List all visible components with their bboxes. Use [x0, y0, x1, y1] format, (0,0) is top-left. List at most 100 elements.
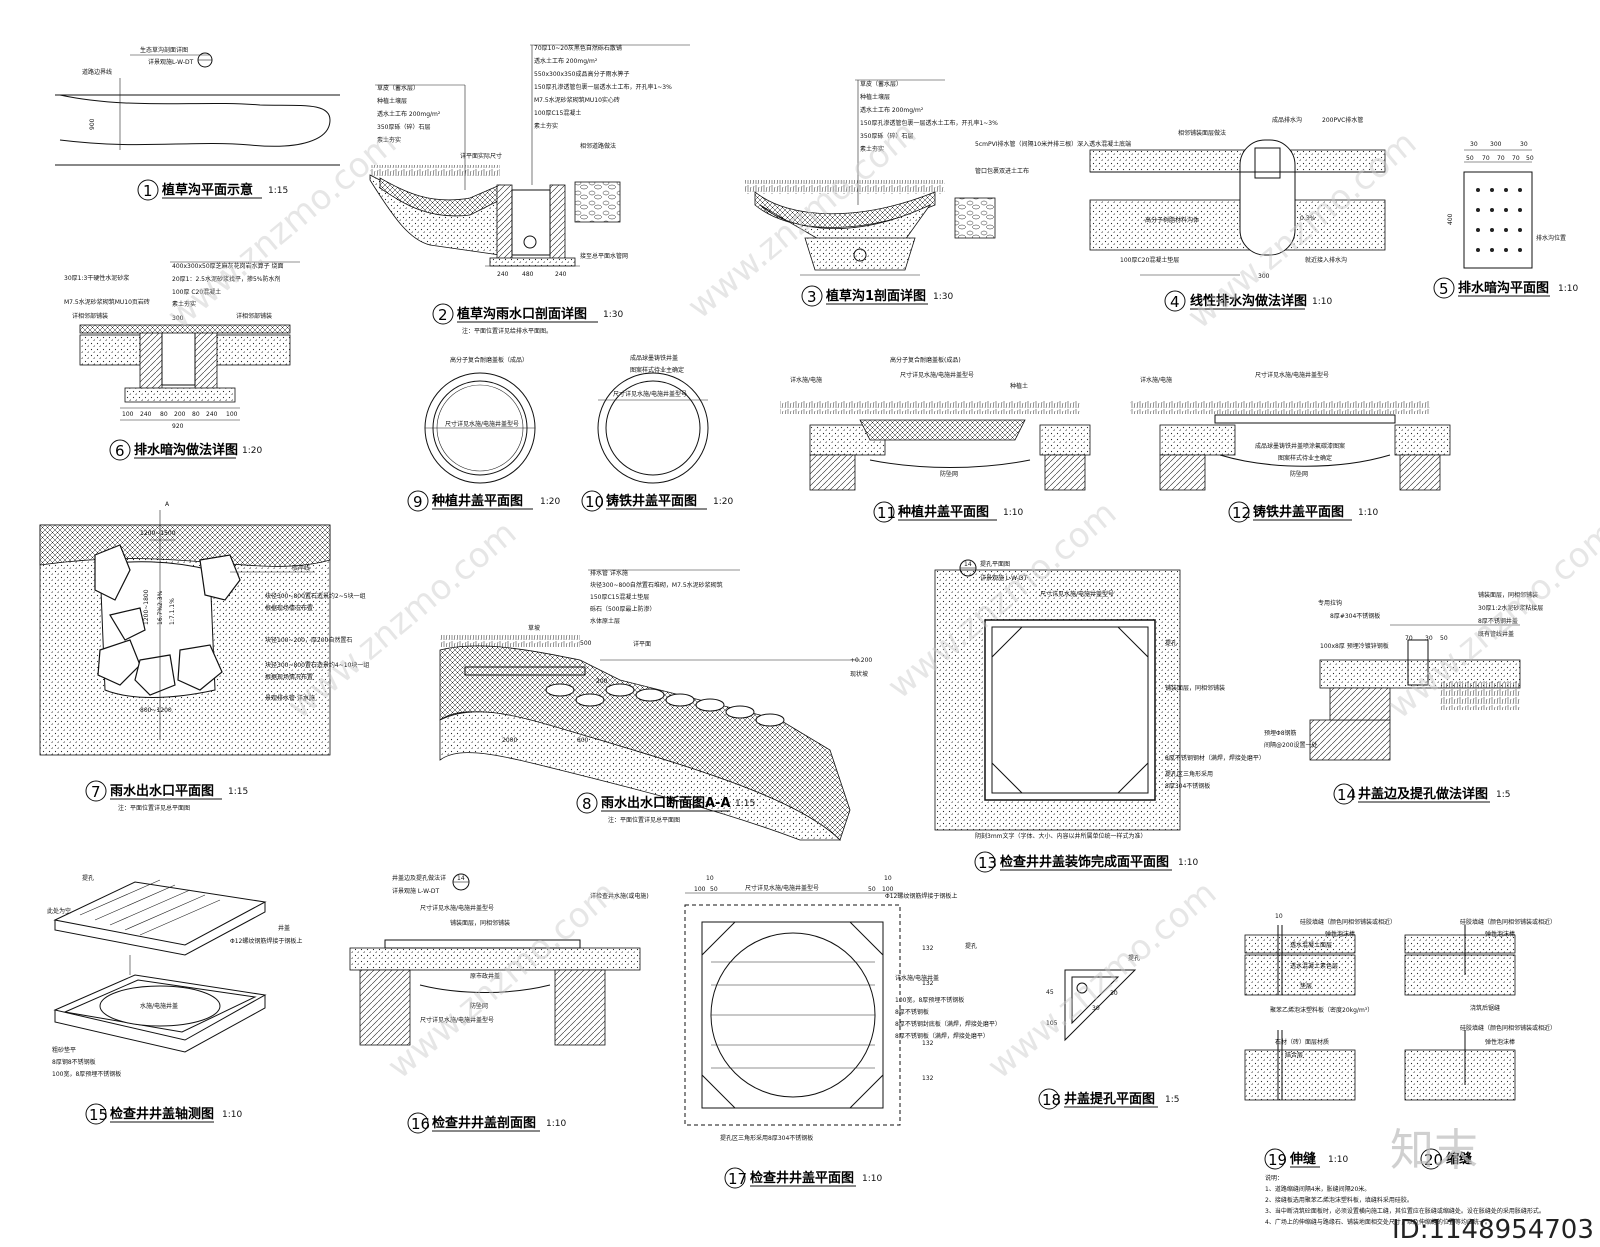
svg-text:根据现场情况布置: 根据现场情况布置 [265, 673, 313, 681]
svg-text:350厚砾（碎）石层: 350厚砾（碎）石层 [860, 132, 913, 140]
title-7: 7 雨水出水口平面图 1:15 注：平面位置详见总平面图 [85, 780, 248, 812]
svg-text:240: 240 [555, 271, 567, 278]
title-2: 2 植草沟雨水口剖面详图 1:30 注：平面位置详见给排水平面图。 [432, 303, 623, 335]
svg-text:素土夯实: 素土夯实 [172, 300, 196, 308]
svg-text:详景观施 L-W-DT: 详景观施 L-W-DT [980, 574, 1028, 582]
svg-text:检查井井盖装饰完成面平面图: 检查井井盖装饰完成面平面图 [1000, 854, 1169, 870]
svg-text:成品球墨铸铁井盖喷涂氟碳漆图案: 成品球墨铸铁井盖喷涂氟碳漆图案 [1255, 442, 1345, 450]
title-16: 16 检查井井盖剖面图 1:10 [407, 1112, 566, 1134]
detail-8: 排水管 详水施 块径300~800自然置石堆砌，M7.5水泥砂浆砌筑 150厚C… [439, 569, 872, 841]
svg-text:1:7.1.1%: 1:7.1.1% [169, 598, 176, 625]
svg-text:聚苯乙烯泡沫塑料板（密度20kg/m³）: 聚苯乙烯泡沫塑料板（密度20kg/m³） [1270, 1006, 1373, 1014]
svg-text:井盖边及提孔做法详图: 井盖边及提孔做法详图 [1358, 786, 1488, 802]
svg-text:提孔: 提孔 [1128, 954, 1140, 962]
title-5: 5 排水暗沟平面图 1:10 [1433, 277, 1578, 299]
detail-5: 30 300 30 50 70 70 70 50 400 排水沟位置 5 排水暗… [1433, 141, 1578, 299]
svg-text:原市政井盖: 原市政井盖 [470, 972, 500, 980]
svg-text:100: 100 [122, 411, 134, 418]
svg-text:1:10: 1:10 [222, 1110, 242, 1120]
svg-text:伸缝: 伸缝 [1289, 1151, 1316, 1167]
svg-text:驳岸线: 驳岸线 [292, 564, 310, 572]
svg-text:雨水出水口断面图A-A: 雨水出水口断面图A-A [601, 795, 731, 811]
svg-text:图案样式待业主确定: 图案样式待业主确定 [1278, 454, 1332, 462]
svg-text:浇筑后锯缝: 浇筑后锯缝 [1470, 1004, 1500, 1012]
svg-text:100: 100 [694, 886, 706, 893]
svg-text:8厚不锈钢板: 8厚不锈钢板 [895, 1008, 929, 1016]
svg-text:10: 10 [1275, 913, 1283, 920]
svg-text:块径300~800置石造景约4~10块一组: 块径300~800置石造景约4~10块一组 [265, 661, 369, 669]
svg-text:240: 240 [140, 411, 152, 418]
d1-ref2-label: 详景观施L-W-DT [148, 58, 194, 66]
d4-leaders: 相邻铺装面层做法 成品排水沟 200PVC排水管 高分子树脂材料沟体 0.3% … [1120, 116, 1363, 280]
svg-text:1:30: 1:30 [933, 292, 953, 302]
svg-text:管口包裹双进土工布: 管口包裹双进土工布 [975, 167, 1029, 175]
detail-7: A 1200~1500 1200~1800 16.7%2.3% 1:7.1.1%… [39, 501, 369, 812]
svg-text:专用拉钩: 专用拉钩 [1318, 599, 1342, 607]
svg-text:16: 16 [411, 1115, 430, 1133]
svg-text:50: 50 [868, 886, 876, 893]
svg-text:5: 5 [1439, 280, 1449, 298]
d7-leaders: 驳岸线 块径300~800置石造景约2~5块一组 根据现场情况布置 块径100~… [230, 564, 369, 702]
svg-text:垫层: 垫层 [1300, 982, 1312, 990]
svg-text:植草沟平面示意: 植草沟平面示意 [161, 182, 253, 198]
svg-text:铺装面层，同相邻铺装: 铺装面层，同相邻铺装 [1478, 591, 1538, 599]
svg-text:高分子复合耐磨盖板(成品): 高分子复合耐磨盖板(成品) [890, 356, 961, 364]
svg-text:45: 45 [1046, 989, 1054, 996]
title-6: 6 排水暗沟做法详图 1:20 [109, 439, 262, 461]
d6-leaders: 400x300x50厚芝麻灰花岗岩水算子 烧面 20厚1：2.5水泥砂浆找平，掺… [64, 261, 300, 320]
svg-text:既有管线井盖: 既有管线井盖 [1478, 630, 1514, 638]
svg-text:A: A [165, 501, 170, 508]
svg-text:16.7%2.3%: 16.7%2.3% [157, 590, 164, 625]
svg-text:30: 30 [1425, 635, 1433, 642]
svg-text:11: 11 [877, 504, 896, 522]
svg-text:30厚1:2水泥砂浆粘接层: 30厚1:2水泥砂浆粘接层 [1478, 604, 1543, 612]
detail-9: 高分子复合耐磨盖板（成品） 尺寸详见水施/电施井盖型号 9 种植井盖平面图 1:… [407, 356, 560, 512]
svg-text:240: 240 [497, 271, 509, 278]
svg-text:说明：: 说明： [1265, 1174, 1283, 1182]
svg-text:铸铁井盖平面图: 铸铁井盖平面图 [1253, 504, 1344, 520]
svg-text:排水管 详水施: 排水管 详水施 [590, 569, 628, 577]
svg-text:Φ12螺纹钢筋焊接于钢板上: Φ12螺纹钢筋焊接于钢板上 [230, 937, 302, 945]
svg-text:1200~1500: 1200~1500 [140, 530, 176, 537]
svg-text:1:20: 1:20 [713, 497, 733, 507]
detail-12: 详水施/电施 尺寸详见水施/电施井盖型号 成品球墨铸铁井盖喷涂氟碳漆图案 图案样… [1130, 371, 1451, 523]
svg-text:1:10: 1:10 [862, 1174, 882, 1184]
svg-text:透水土工布 200mg/m²: 透水土工布 200mg/m² [534, 57, 598, 65]
svg-text:3、当中断浇筑砼面板时，必须设置横向施工缝，其位置应在胀缝或: 3、当中断浇筑砼面板时，必须设置横向施工缝，其位置应在胀缝或缩缝处。设在胀缝处的… [1265, 1207, 1545, 1215]
svg-text:1:20: 1:20 [242, 446, 262, 456]
detail-17: 尺寸详见水施/电施井盖型号 Φ12螺纹钢筋焊接于钢板上 提孔 详水施/电施井盖 … [684, 875, 1001, 1189]
svg-text:50: 50 [710, 886, 718, 893]
svg-text:14: 14 [457, 875, 465, 882]
svg-text:1:10: 1:10 [1358, 508, 1378, 518]
svg-text:提孔: 提孔 [965, 942, 977, 950]
svg-text:草皮（蓄水层）: 草皮（蓄水层） [860, 80, 902, 88]
svg-text:1:30: 1:30 [603, 310, 623, 320]
svg-text:详平面实际尺寸: 详平面实际尺寸 [460, 152, 502, 160]
svg-text:素土夯实: 素土夯实 [377, 136, 401, 144]
svg-text:铺装面层，同相邻铺装: 铺装面层，同相邻铺装 [450, 919, 510, 927]
svg-text:排水暗沟平面图: 排水暗沟平面图 [1458, 280, 1549, 296]
svg-text:70: 70 [1405, 635, 1413, 642]
svg-text:详相邻部铺装: 详相邻部铺装 [72, 312, 108, 320]
detail-6: 100 240 80 200 80 240 100 920 300 400x30… [64, 261, 300, 461]
svg-text:6: 6 [115, 442, 125, 460]
svg-text:防坠网: 防坠网 [940, 470, 958, 478]
d1-dim: 900 [89, 118, 96, 130]
svg-text:50: 50 [1466, 155, 1474, 162]
svg-text:2、接缝板选用聚苯乙烯泡沫塑料板，填缝料采用硅胶。: 2、接缝板选用聚苯乙烯泡沫塑料板，填缝料采用硅胶。 [1265, 1196, 1413, 1204]
svg-text:300: 300 [1490, 141, 1502, 148]
svg-text:详景观施 L-W-DT: 详景观施 L-W-DT [392, 887, 440, 895]
svg-text:100宽，8厚预埋不锈钢板: 100宽，8厚预埋不锈钢板 [895, 996, 964, 1004]
svg-text:1:15: 1:15 [735, 799, 755, 809]
svg-text:相邻铺装面层做法: 相邻铺装面层做法 [1178, 129, 1226, 137]
svg-text:详相邻部铺装: 详相邻部铺装 [236, 312, 272, 320]
svg-text:240: 240 [206, 411, 218, 418]
svg-text:块径300~800置石造景约2~5块一组: 块径300~800置石造景约2~5块一组 [265, 592, 366, 600]
svg-text:块径100~200，厚200自然置石: 块径100~200，厚200自然置石 [265, 636, 352, 644]
svg-text:1:15: 1:15 [228, 787, 248, 797]
svg-text:14: 14 [964, 561, 972, 568]
svg-text:尺寸详见水施/电施井盖型号: 尺寸详见水施/电施井盖型号 [900, 371, 974, 379]
svg-text:18: 18 [1042, 1091, 1061, 1109]
svg-text:缩缝: 缩缝 [1446, 1151, 1472, 1167]
svg-text:检查井井盖轴测图: 检查井井盖轴测图 [110, 1106, 214, 1122]
